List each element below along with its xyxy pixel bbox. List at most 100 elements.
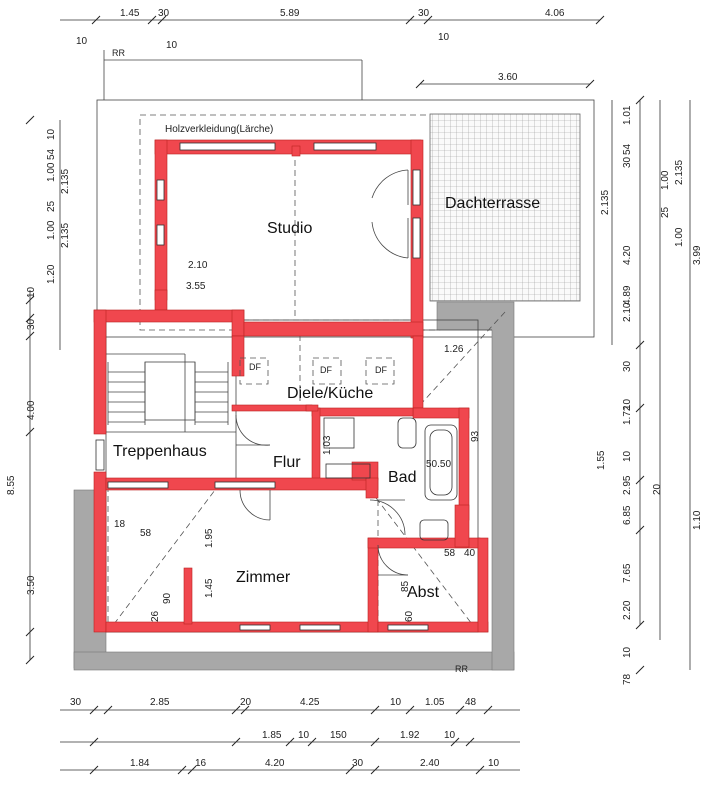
room-diele: Diele/Küche (287, 385, 373, 402)
room-zimmer: Zimmer (236, 569, 291, 586)
dim-left-9: 30 (26, 318, 37, 330)
terrace-deck (429, 113, 581, 302)
dim-top-3: 30 (418, 8, 430, 19)
dim-inner-2: 1.26 (444, 344, 464, 355)
dim-bottom-row1-4: 10 (390, 697, 402, 708)
dim-top-8: 3.60 (498, 72, 518, 83)
dim-right-16: 1.55 (596, 450, 607, 470)
dim-right-17: 2.95 (622, 475, 633, 495)
dim-right-2: 54 (622, 143, 633, 155)
dim-right-5: 25 (660, 206, 671, 218)
room-flur: Flur (273, 454, 301, 471)
dim-inner-14: 85 (400, 580, 411, 592)
dim-inner-8: 18 (114, 519, 126, 530)
dim-right-15: 10 (622, 450, 633, 462)
dim-right-13: 1.72 (622, 405, 633, 425)
dim-left-1: 54 (46, 148, 57, 160)
dim-inner-3: 1.03 (322, 435, 333, 455)
dim-bottom-row3-1: 16 (195, 758, 207, 769)
dim-bottom-row2-4: 10 (444, 730, 456, 741)
dim-left-4: 25 (46, 200, 57, 212)
dim-left-2: 1.00 (46, 162, 57, 182)
dim-right-0: 1.01 (622, 105, 633, 125)
dim-right-4: 2.135 (674, 160, 685, 185)
dim-inner-13: 40 (464, 548, 476, 559)
dim-right-3: 1.00 (660, 170, 671, 190)
dim-inner-11: 90 (162, 592, 173, 604)
dim-inner-5: 50.50 (426, 459, 451, 470)
dim-bottom-row3-0: 1.84 (130, 758, 150, 769)
dim-bottom-row3-3: 30 (352, 758, 364, 769)
room-bad: Bad (388, 469, 416, 486)
dim-right-22: 2.20 (622, 600, 633, 620)
dim-bottom-row1-5: 1.05 (425, 697, 445, 708)
staircase (108, 361, 228, 423)
roof-windows (239, 357, 395, 385)
dim-right-1: 30 (622, 156, 633, 168)
note-rr-bottom: RR (455, 664, 468, 674)
dim-right-8: 4.20 (622, 245, 633, 265)
dim-top-1: 30 (158, 8, 170, 19)
dim-top-4: 4.06 (545, 8, 565, 19)
dim-bottom-row1-0: 30 (70, 697, 82, 708)
dim-inner-1: 3.55 (186, 281, 206, 292)
dim-inner-0: 2.10 (188, 260, 208, 271)
dim-right-18: 20 (652, 483, 663, 495)
dim-bottom-row2-3: 1.92 (400, 730, 420, 741)
note-holzverkleidung: Holzverkleidung(Lärche) (165, 124, 273, 135)
dim-bottom-row1-3: 4.25 (300, 697, 320, 708)
dim-top-2: 5.89 (280, 8, 300, 19)
dim-bottom-row3-2: 4.20 (265, 758, 285, 769)
note-rr-top: RR (112, 48, 125, 58)
room-abst: Abst (407, 584, 440, 601)
dim-top-6: 10 (166, 40, 178, 51)
doors (235, 169, 409, 576)
dim-left-7: 1.20 (46, 264, 57, 284)
dim-left-5: 1.00 (46, 220, 57, 240)
dim-left-0: 10 (46, 128, 57, 140)
dim-inner-4: 93 (470, 430, 481, 442)
dim-bottom-row2-0: 1.85 (262, 730, 282, 741)
dim-top-0: 1.45 (120, 8, 140, 19)
bath-fixtures (323, 417, 458, 541)
dim-inner-10: 26 (150, 610, 161, 622)
dim-right-11: 2.10 (622, 302, 633, 322)
roof-outline (96, 99, 595, 338)
room-studio: Studio (267, 220, 312, 237)
dim-right-19: 6.85 (622, 505, 633, 525)
dim-right-10: 4.89 (622, 285, 633, 305)
windows (95, 142, 429, 631)
dim-inner-15: 60 (404, 610, 415, 622)
room-treppenhaus: Treppenhaus (113, 443, 207, 460)
dim-left-10: 4.00 (26, 400, 37, 420)
dim-top-5: 10 (76, 36, 88, 47)
dim-left-8: 10 (26, 286, 37, 298)
dim-inner-7: 1.45 (204, 578, 215, 598)
dim-right-21: 7.65 (622, 563, 633, 583)
dim-right-6: 1.00 (674, 227, 685, 247)
label-df-3: DF (375, 365, 387, 375)
dim-inner-9: 58 (140, 528, 152, 539)
dim-bottom-row2-1: 10 (298, 730, 310, 741)
dim-right-14: 10 (622, 398, 633, 410)
dim-inner-6: 1.95 (204, 528, 215, 548)
dim-left-6: 2.135 (60, 223, 71, 248)
dim-bottom-row1-2: 20 (240, 697, 252, 708)
dim-right-23: 10 (622, 646, 633, 658)
dim-left-3: 2.135 (60, 169, 71, 194)
dim-left-12: 3.50 (26, 575, 37, 595)
dim-left-11: 8.55 (6, 475, 17, 495)
dim-bottom-row3-4: 2.40 (420, 758, 440, 769)
dim-right-9: 3.99 (692, 245, 703, 265)
dim-bottom-row2-2: 150 (330, 730, 347, 741)
dim-right-20: 1.10 (692, 510, 703, 530)
dim-bottom-row1-6: 48 (465, 697, 477, 708)
room-dachterrasse: Dachterrasse (445, 195, 540, 212)
lower-exterior-walls (73, 301, 515, 671)
dim-right-7: 2.135 (600, 190, 611, 215)
dim-bottom-row1-1: 2.85 (150, 697, 170, 708)
dim-bottom-row3-5: 10 (488, 758, 500, 769)
label-df-2: DF (320, 365, 332, 375)
dim-right-12: 30 (622, 360, 633, 372)
